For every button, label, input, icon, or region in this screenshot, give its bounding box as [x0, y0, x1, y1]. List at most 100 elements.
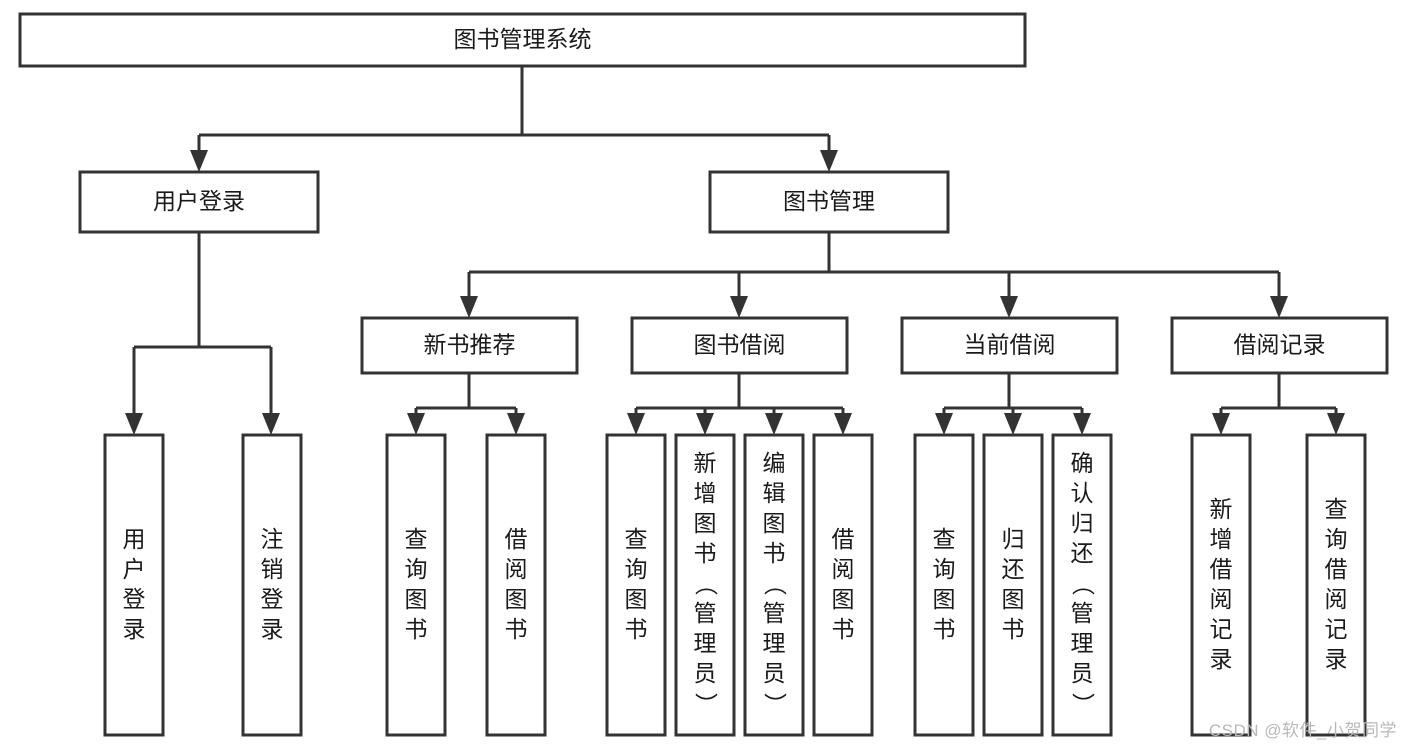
node-box-leaf-edit-book-admin[interactable] — [743, 433, 805, 737]
svg-text:借: 借 — [1325, 556, 1348, 582]
svg-text:录: 录 — [261, 616, 284, 642]
node-book-management[interactable]: 图书管理 — [708, 170, 950, 234]
node-box-book-borrow[interactable] — [630, 316, 849, 375]
svg-text:还: 还 — [1002, 556, 1025, 582]
svg-text:新: 新 — [694, 450, 717, 476]
node-box-leaf-query-book-current[interactable] — [913, 433, 975, 737]
svg-text:增: 增 — [1210, 526, 1233, 552]
node-box-leaf-return-book[interactable] — [982, 433, 1044, 737]
svg-text:书: 书 — [405, 616, 428, 642]
node-root[interactable]: 图书管理系统 — [18, 12, 1027, 68]
arrow-head-icon — [1212, 413, 1230, 435]
node-box-leaf-query-book-borrow[interactable] — [605, 433, 667, 737]
svg-text:借: 借 — [505, 526, 528, 552]
edge-userlogin-to-leaves — [125, 232, 280, 435]
svg-text:查: 查 — [1325, 496, 1348, 522]
svg-text:阅: 阅 — [505, 556, 528, 582]
arrow-head-icon — [696, 413, 714, 435]
svg-text:员: 员 — [1071, 660, 1094, 686]
node-box-new-book-recommend[interactable] — [360, 316, 579, 375]
node-layer: 图书管理系统用户登录图书管理新书推荐图书借阅当前借阅借阅记录用户登录注销登录查询… — [18, 12, 1389, 737]
svg-text:图: 图 — [933, 586, 956, 612]
node-box-book-management[interactable] — [708, 170, 950, 234]
svg-text:书: 书 — [694, 540, 717, 566]
svg-text:理: 理 — [1071, 630, 1094, 656]
svg-text:图: 图 — [405, 586, 428, 612]
node-label-leaf-user-login: 用户登录 — [123, 526, 146, 642]
node-box-borrow-record[interactable] — [1170, 316, 1389, 375]
svg-text:员: 员 — [763, 660, 786, 686]
node-label-user-login: 用户登录 — [153, 188, 245, 214]
arrow-head-icon — [1000, 296, 1018, 318]
svg-text:用: 用 — [123, 526, 146, 552]
arrow-head-icon — [820, 150, 838, 172]
node-box-user-login[interactable] — [78, 170, 320, 234]
node-current-borrow[interactable]: 当前借阅 — [900, 316, 1119, 375]
node-label-borrow-record: 借阅记录 — [1234, 332, 1326, 358]
node-label-root: 图书管理系统 — [454, 26, 592, 52]
node-leaf-user-login[interactable]: 用户登录 — [103, 433, 165, 737]
svg-text:书: 书 — [505, 616, 528, 642]
svg-text:归: 归 — [1002, 526, 1025, 552]
arrow-head-icon — [460, 296, 478, 318]
node-box-root[interactable] — [18, 12, 1027, 68]
node-label-book-borrow: 图书借阅 — [694, 332, 786, 358]
node-borrow-record[interactable]: 借阅记录 — [1170, 316, 1389, 375]
svg-text:管: 管 — [763, 600, 786, 626]
arrow-head-icon — [935, 413, 953, 435]
svg-text:阅: 阅 — [1325, 586, 1348, 612]
arrow-head-icon — [1004, 413, 1022, 435]
svg-text:确: 确 — [1071, 450, 1094, 476]
svg-text:书: 书 — [625, 616, 648, 642]
svg-text:图: 图 — [505, 586, 528, 612]
edge-bookborrow-to-leaves — [627, 373, 852, 435]
node-box-leaf-logout-login[interactable] — [241, 433, 303, 737]
node-box-leaf-query-borrow-record[interactable] — [1305, 433, 1367, 737]
arrow-head-icon — [507, 413, 525, 435]
svg-text:阅: 阅 — [832, 556, 855, 582]
svg-text:询: 询 — [405, 556, 428, 582]
svg-text:销: 销 — [261, 556, 284, 582]
svg-text:）: ） — [693, 693, 719, 716]
node-box-leaf-add-borrow-record[interactable] — [1190, 433, 1252, 737]
svg-text:认: 认 — [1071, 480, 1094, 506]
node-box-leaf-add-book-admin[interactable] — [674, 433, 736, 737]
arrow-head-icon — [190, 150, 208, 172]
node-new-book-recommend[interactable]: 新书推荐 — [360, 316, 579, 375]
arrow-head-icon — [1073, 413, 1091, 435]
node-box-leaf-borrow-book[interactable] — [812, 433, 874, 737]
node-book-borrow[interactable]: 图书借阅 — [630, 316, 849, 375]
node-user-login[interactable]: 用户登录 — [78, 170, 320, 234]
node-box-current-borrow[interactable] — [900, 316, 1119, 375]
arrow-head-icon — [1270, 296, 1288, 318]
svg-text:（: （ — [762, 573, 788, 596]
svg-text:管: 管 — [1071, 600, 1094, 626]
arrow-head-icon — [125, 413, 143, 435]
node-box-leaf-confirm-return-admin[interactable] — [1051, 433, 1113, 737]
node-box-leaf-user-login[interactable] — [103, 433, 165, 737]
svg-text:管: 管 — [694, 600, 717, 626]
node-box-leaf-borrow-book-new[interactable] — [485, 433, 547, 737]
arrow-head-icon — [730, 296, 748, 318]
svg-text:书: 书 — [832, 616, 855, 642]
node-box-leaf-query-book-new[interactable] — [385, 433, 447, 737]
